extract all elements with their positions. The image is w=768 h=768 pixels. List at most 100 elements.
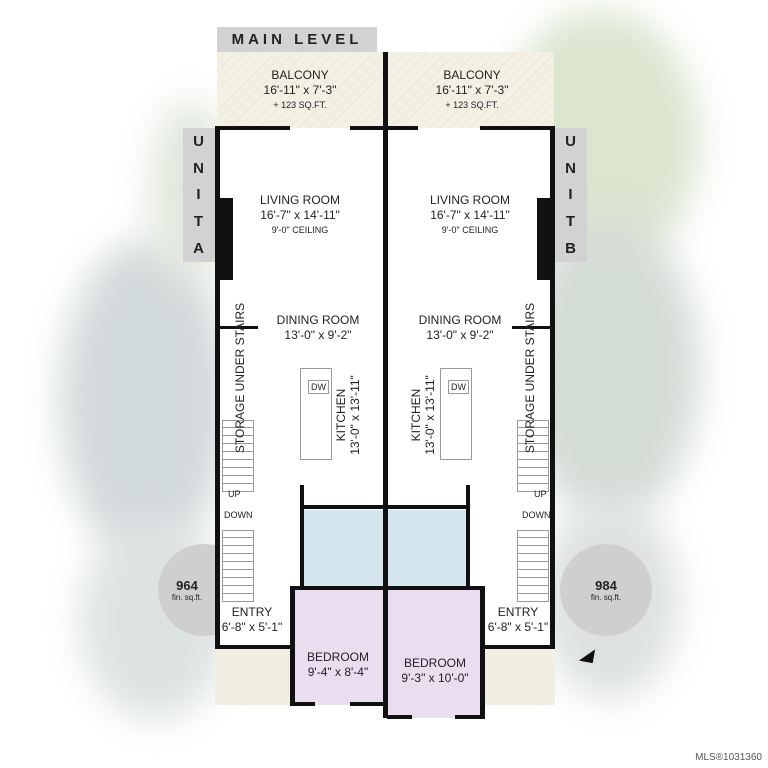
- storage-b: STORAGE UNDER STAIRS: [523, 302, 537, 454]
- dishwasher-b: DW: [448, 380, 469, 394]
- room-name: DINING ROOM: [418, 313, 502, 327]
- room-name: BALCONY: [443, 68, 501, 82]
- wall: [512, 326, 550, 329]
- wall: [480, 126, 555, 130]
- room-dims: 13'-0" x 13'-11": [348, 375, 362, 455]
- porch-a: [215, 648, 290, 705]
- wall: [215, 198, 233, 280]
- room-name: BALCONY: [271, 68, 329, 82]
- bedroom-a: [290, 590, 385, 705]
- balcony-b: [388, 52, 554, 128]
- wall: [215, 126, 220, 648]
- wall: [300, 485, 304, 590]
- down-label-a: DOWN: [224, 510, 253, 520]
- room-dims: 6'-8" x 5'-1": [487, 620, 549, 634]
- room-dims: 13'-0" x 9'-2": [284, 328, 352, 342]
- room-dims: 16'-11" x 7'-3": [263, 83, 337, 97]
- wall: [350, 126, 383, 130]
- room-dims: 13'-0" x 13'-11": [423, 375, 437, 455]
- room-name: KITCHEN: [334, 388, 348, 442]
- wall: [220, 326, 258, 329]
- room-area: + 123 SQ.FT.: [445, 100, 499, 110]
- up-label-a: UP: [228, 489, 241, 499]
- level-title: MAIN LEVEL: [217, 27, 377, 52]
- kitchen-island-a: [300, 368, 332, 460]
- wall: [485, 645, 555, 649]
- wall: [290, 586, 485, 590]
- unit-letter: N: [565, 159, 577, 177]
- wall: [550, 126, 555, 648]
- kitchen-island-b: [440, 368, 472, 460]
- ceiling-height: 9'-0" CEILING: [441, 225, 499, 235]
- ceiling-height: 9'-0" CEILING: [271, 225, 329, 235]
- wall: [537, 198, 555, 280]
- wall: [455, 715, 485, 719]
- wall: [300, 505, 385, 509]
- mls-watermark: MLS®1031360: [695, 752, 762, 763]
- room-dims: 9'-3" x 10'-0": [401, 671, 469, 685]
- storage-a: STORAGE UNDER STAIRS: [233, 302, 247, 454]
- unit-letter: B: [565, 240, 577, 258]
- area-unit: fin. sq.ft.: [171, 593, 203, 602]
- wall: [388, 505, 470, 509]
- room-dims: 13'-0" x 9'-2": [426, 328, 494, 342]
- wall: [466, 485, 470, 590]
- north-arrow-icon: [578, 646, 596, 664]
- room-name: KITCHEN: [409, 388, 423, 442]
- porch-b: [483, 648, 555, 705]
- wall: [290, 588, 295, 705]
- room-dims: 16'-7" x 14'-11": [430, 208, 510, 222]
- stairs-a: [222, 420, 254, 492]
- room-name: ENTRY: [231, 605, 273, 619]
- unit-letter: I: [568, 186, 574, 204]
- area-value: 964: [176, 578, 198, 593]
- room-name: BEDROOM: [306, 650, 370, 664]
- unit-letter: T: [565, 213, 577, 231]
- stairs-a-down: [222, 530, 254, 602]
- down-label-b: DOWN: [522, 510, 551, 520]
- area-unit: fin. sq.ft.: [590, 593, 622, 602]
- wall: [215, 645, 290, 649]
- wall: [383, 52, 388, 718]
- unit-letter: I: [196, 186, 202, 204]
- wall: [387, 715, 412, 719]
- up-label-b: UP: [534, 489, 547, 499]
- room-area: + 123 SQ.FT.: [273, 100, 327, 110]
- room-name: DINING ROOM: [276, 313, 360, 327]
- unit-letter: U: [565, 132, 577, 150]
- unit-letter: A: [193, 240, 205, 258]
- room-dims: 16'-7" x 14'-11": [260, 208, 340, 222]
- stairs-b: [517, 420, 549, 492]
- area-value: 984: [595, 578, 617, 593]
- room-dims: 6'-8" x 5'-1": [221, 620, 283, 634]
- wall: [388, 126, 418, 130]
- unit-letter: N: [193, 159, 205, 177]
- wall: [350, 702, 385, 706]
- dishwasher-a: DW: [308, 380, 329, 394]
- wall: [480, 588, 485, 718]
- room-dims: 9'-4" x 8'-4": [307, 665, 369, 679]
- room-name: ENTRY: [497, 605, 539, 619]
- room-name: LIVING ROOM: [259, 193, 341, 207]
- unit-letter: T: [193, 213, 205, 231]
- bedroom-b: [387, 590, 483, 718]
- wash-blob: [60, 240, 230, 560]
- balcony-a: [217, 52, 384, 128]
- room-name: LIVING ROOM: [429, 193, 511, 207]
- wall: [290, 702, 315, 706]
